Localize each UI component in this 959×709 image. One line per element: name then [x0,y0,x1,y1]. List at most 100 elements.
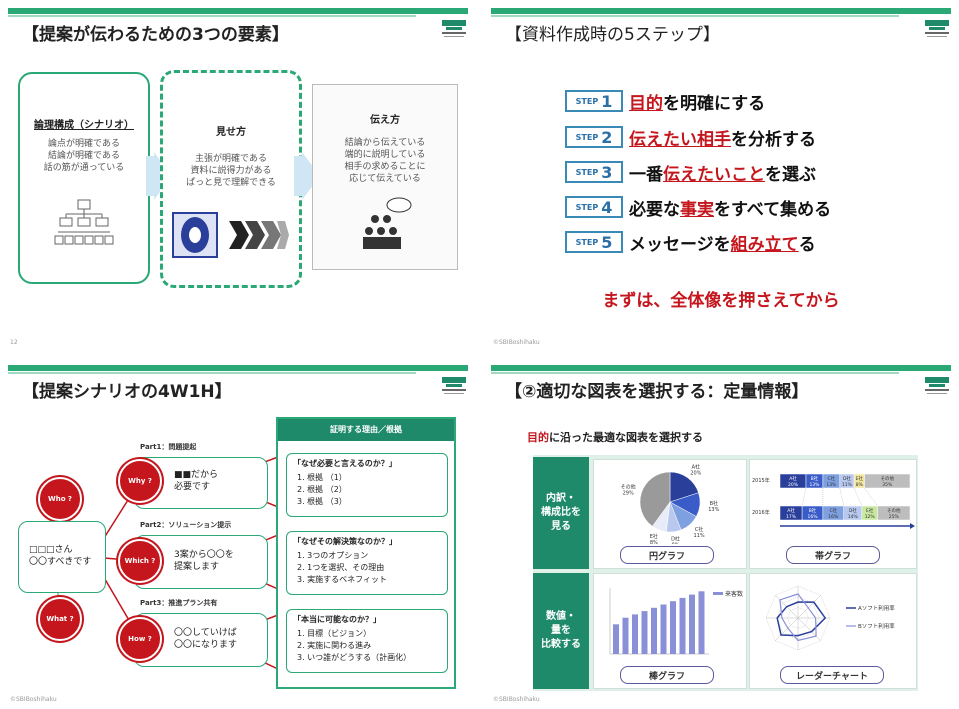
pie-slice-pct: 29% [623,491,634,497]
pie-slice-pct: 13% [708,507,719,513]
row-label-composition: 内訳・構成比を見る [533,457,589,569]
band-segment-name: B社 [809,507,817,514]
footer-copyright: ©SBIBoshihaku [10,696,57,703]
header-bar [8,365,468,371]
pie-slice-pct: 8% [650,540,658,544]
which-line: 3案から〇〇を [174,550,234,560]
band-segment-name: C社 [828,475,836,482]
reason-item: 3. 実施するベネフィット [297,575,388,584]
header-bar [491,365,951,371]
pie-slice-name: E社 [650,533,658,540]
element-box-delivery: 伝え方 結論から伝えている 端的に説明している 相手の求めることに 応じて伝えて… [312,84,458,270]
band-segment-name: A社 [789,475,797,482]
element-heading: 伝え方 [370,115,400,126]
reason-question: 「なぜ必要と言えるのか？」 [293,459,397,468]
band-segment-pct: 11% [842,482,853,488]
element-box-presentation: 見せ方 主張が明確である 資料に説得力がある ぱっと見で理解できる [160,70,302,288]
header-bar-thin [8,15,416,17]
slide-4w1h: 【提案シナリオの4W1H】 Who ? □□□さん 〇〇すべきです What ?… [0,357,476,709]
band-segment-name: E社 [866,507,874,514]
header-bar [8,8,468,14]
which-circle: Which ? [118,539,162,583]
how-line: 〇〇になります [174,640,238,650]
header-bar-thin [491,15,899,17]
flow-arrow-2 [294,156,302,196]
bar [689,594,695,654]
company-logo-icon [925,377,949,397]
element-line: 主張が明確である [195,154,267,164]
band-chart-label: 帯グラフ [786,546,880,564]
pie-slice-name: C社 [695,526,704,533]
band-year-label: 2015年 [752,477,770,484]
reason-box-2: 「なぜその解決策なのか？」 1. 3つのオプション 2. 1つを選択、その理由 … [286,531,448,595]
radar-series-b [779,593,817,642]
bar [632,614,638,654]
pie-slice-pct: 8% [672,543,680,544]
reasons-panel: 証明する理由／根拠 「なぜ必要と言えるのか？」 1. 根拠 （1） 2. 根拠 … [276,417,456,689]
why-line: ■■だから [174,470,219,480]
slide-title: 【②適切な図表を選択する：定量情報】 [505,382,809,402]
element-line: ぱっと見で理解できる [186,178,276,188]
closing-message: まずは、全体像を押さえてから [602,291,840,311]
footer-copyright: ©SBIBoshihaku [493,696,540,703]
bar [679,597,686,654]
band-connector [864,487,878,507]
reason-item: 3. 根拠 （3） [297,497,347,506]
element-line: 話の筋が通っている [43,163,125,173]
part3-label: Part3：推進プラン共有 [140,599,218,607]
page-number: 12 [10,339,18,346]
band-segment-name: D社 [843,475,851,482]
part2-label: Part2：ソリューション提示 [140,521,232,529]
flow-arrow-1 [146,156,154,196]
band-segment-name: C社 [829,507,837,514]
reason-item: 1. 3つのオプション [297,551,369,560]
reason-box-1: 「なぜ必要と言えるのか？」 1. 根拠 （1） 2. 根拠 （2） 3. 根拠 … [286,453,448,517]
conclusion-box: □□□さん 〇〇すべきです [18,521,106,593]
element-line: 応じて伝えている [349,174,421,184]
radar-legend-a-label: Aソフト利用率 [858,604,895,612]
company-logo-icon [925,20,949,40]
reasons-panel-header: 証明する理由／根拠 [278,419,454,441]
band-year-label: 2016年 [752,509,770,516]
bar-legend-label: 来客数 [725,590,743,598]
band-segment-pct: 14% [848,514,859,520]
slide-chart-selection: 【②適切な図表を選択する：定量情報】 目的に沿った最適な図表を選択する 内訳・構… [483,357,959,709]
element-box-logic: 論理構成（シナリオ） 論点が明確である 結論が明確である 話の筋が通っている [18,72,150,284]
step-text: 必要な事実をすべて集める [629,199,832,220]
band-segment-pct: 16% [807,514,818,520]
pie-slice-name: B社 [710,500,718,507]
element-line: 資料に説得力がある [190,166,272,176]
element-line: 端的に説明している [344,150,426,160]
conclusion-line: □□□さん [29,545,73,555]
slide-title: 【提案が伝わるための3つの要素】 [22,25,289,45]
band-segment-name: その他 [887,507,901,514]
bar [613,624,619,654]
radar-spoke [775,617,799,641]
band-segment-pct: 17% [786,514,797,520]
band-segment-name: その他 [881,475,895,482]
row-label-comparison: 数値・量を比較する [533,573,589,689]
how-circle: How ? [118,617,162,661]
how-line: 〇〇していけば [174,628,237,638]
radar-chart-label: レーダーチャート [780,666,884,684]
element-line: 論点が明確である [48,139,120,149]
why-line: 必要です [174,482,211,492]
radar-grid-ring [765,585,831,651]
element-line: 結論が明確である [48,151,120,161]
band-segment-pct: 13% [809,482,820,488]
bar [670,601,676,654]
company-logo-icon [442,20,466,40]
element-line: 結論から伝えている [344,138,426,148]
header-bar [491,8,951,14]
